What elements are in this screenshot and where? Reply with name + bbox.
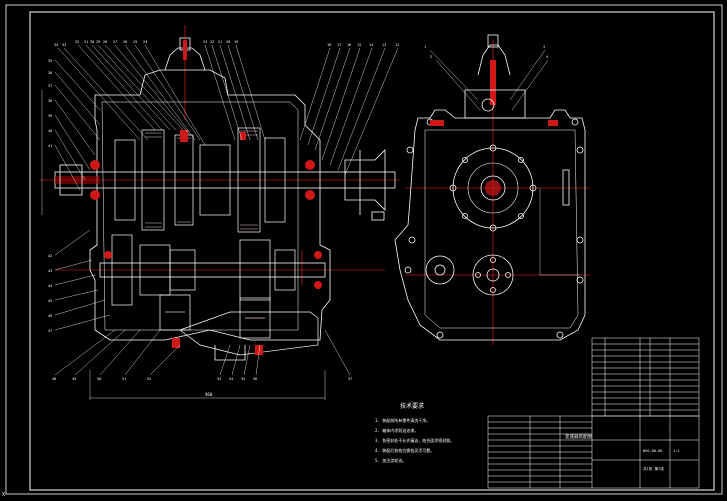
svg-text:26: 26 bbox=[123, 40, 127, 44]
notes-line: 5. 加注齿轮油。 bbox=[375, 457, 406, 463]
svg-text:14: 14 bbox=[369, 43, 373, 47]
notes-line: 1. 装配前所有零件清洗干净。 bbox=[375, 417, 430, 423]
title-block bbox=[487, 415, 700, 489]
notes-line: 4. 装配后各档位换档灵活可靠。 bbox=[375, 447, 434, 453]
drawing-number: BSQ-00-00 bbox=[643, 449, 662, 453]
svg-text:56: 56 bbox=[253, 377, 257, 381]
drawing-scale: 1:1 bbox=[673, 449, 680, 453]
svg-text:45: 45 bbox=[48, 299, 52, 303]
svg-text:34: 34 bbox=[54, 43, 58, 47]
svg-text:13: 13 bbox=[382, 43, 386, 47]
svg-text:25: 25 bbox=[133, 40, 137, 44]
coordinate-readout: X bbox=[2, 492, 5, 498]
svg-text:28: 28 bbox=[103, 40, 107, 44]
svg-text:49: 49 bbox=[72, 377, 76, 381]
svg-text:1: 1 bbox=[424, 45, 426, 49]
svg-text:16: 16 bbox=[347, 43, 351, 47]
svg-text:42: 42 bbox=[48, 254, 52, 258]
svg-text:23: 23 bbox=[203, 40, 207, 44]
svg-text:15: 15 bbox=[357, 43, 361, 47]
sectional-view: 460 bbox=[40, 25, 400, 400]
svg-text:27: 27 bbox=[113, 40, 117, 44]
svg-text:39: 39 bbox=[48, 114, 52, 118]
svg-text:17: 17 bbox=[337, 43, 341, 47]
svg-text:33: 33 bbox=[62, 43, 66, 47]
svg-text:460: 460 bbox=[205, 392, 213, 397]
svg-text:50: 50 bbox=[97, 377, 101, 381]
end-view bbox=[394, 34, 590, 345]
svg-text:20: 20 bbox=[226, 40, 230, 44]
part-leaders bbox=[54, 44, 399, 376]
svg-text:32: 32 bbox=[75, 40, 79, 44]
svg-text:18: 18 bbox=[327, 43, 331, 47]
svg-text:3: 3 bbox=[543, 45, 545, 49]
svg-text:36: 36 bbox=[48, 71, 52, 75]
svg-text:53: 53 bbox=[217, 377, 221, 381]
svg-text:37: 37 bbox=[48, 84, 52, 88]
svg-text:22: 22 bbox=[210, 40, 214, 44]
parts-list-table bbox=[591, 337, 700, 417]
drawing-sheet: 共1张 第1张 bbox=[643, 466, 664, 471]
svg-text:35: 35 bbox=[48, 59, 52, 63]
title-block-text: 变速器装配图 BSQ-00-00 1:1 共1张 第1张 bbox=[565, 433, 680, 471]
svg-text:31: 31 bbox=[84, 40, 88, 44]
technical-notes: 技术要求 1. 装配前所有零件清洗干净。 2. 箱体内涂耐油油漆。 3. 各密封… bbox=[375, 402, 454, 463]
notes-line: 2. 箱体内涂耐油油漆。 bbox=[375, 427, 418, 433]
notes-line: 3. 各密封处不允许漏油，结合面涂密封胶。 bbox=[375, 437, 454, 443]
svg-text:54: 54 bbox=[229, 377, 233, 381]
svg-text:57: 57 bbox=[348, 377, 352, 381]
svg-text:2: 2 bbox=[430, 55, 432, 59]
svg-text:21: 21 bbox=[218, 40, 222, 44]
notes-title: 技术要求 bbox=[400, 402, 424, 410]
end-view-labels: 1 2 3 4 bbox=[424, 45, 548, 59]
drawing-title: 变速器装配图 bbox=[565, 433, 592, 440]
svg-text:24: 24 bbox=[143, 40, 147, 44]
svg-text:40: 40 bbox=[48, 129, 52, 133]
svg-text:48: 48 bbox=[52, 377, 56, 381]
svg-text:52: 52 bbox=[147, 377, 151, 381]
svg-text:19: 19 bbox=[234, 40, 238, 44]
svg-text:55: 55 bbox=[241, 377, 245, 381]
inner-frame bbox=[29, 11, 715, 491]
svg-text:38: 38 bbox=[48, 99, 52, 103]
svg-text:44: 44 bbox=[48, 284, 52, 288]
svg-text:4: 4 bbox=[546, 55, 548, 59]
outer-frame bbox=[5, 4, 723, 495]
svg-text:30: 30 bbox=[90, 40, 94, 44]
svg-text:12: 12 bbox=[395, 43, 399, 47]
svg-text:47: 47 bbox=[48, 329, 52, 333]
svg-text:41: 41 bbox=[48, 144, 52, 148]
svg-text:51: 51 bbox=[122, 377, 126, 381]
svg-text:46: 46 bbox=[48, 314, 52, 318]
svg-text:43: 43 bbox=[48, 269, 52, 273]
svg-text:29: 29 bbox=[96, 40, 100, 44]
